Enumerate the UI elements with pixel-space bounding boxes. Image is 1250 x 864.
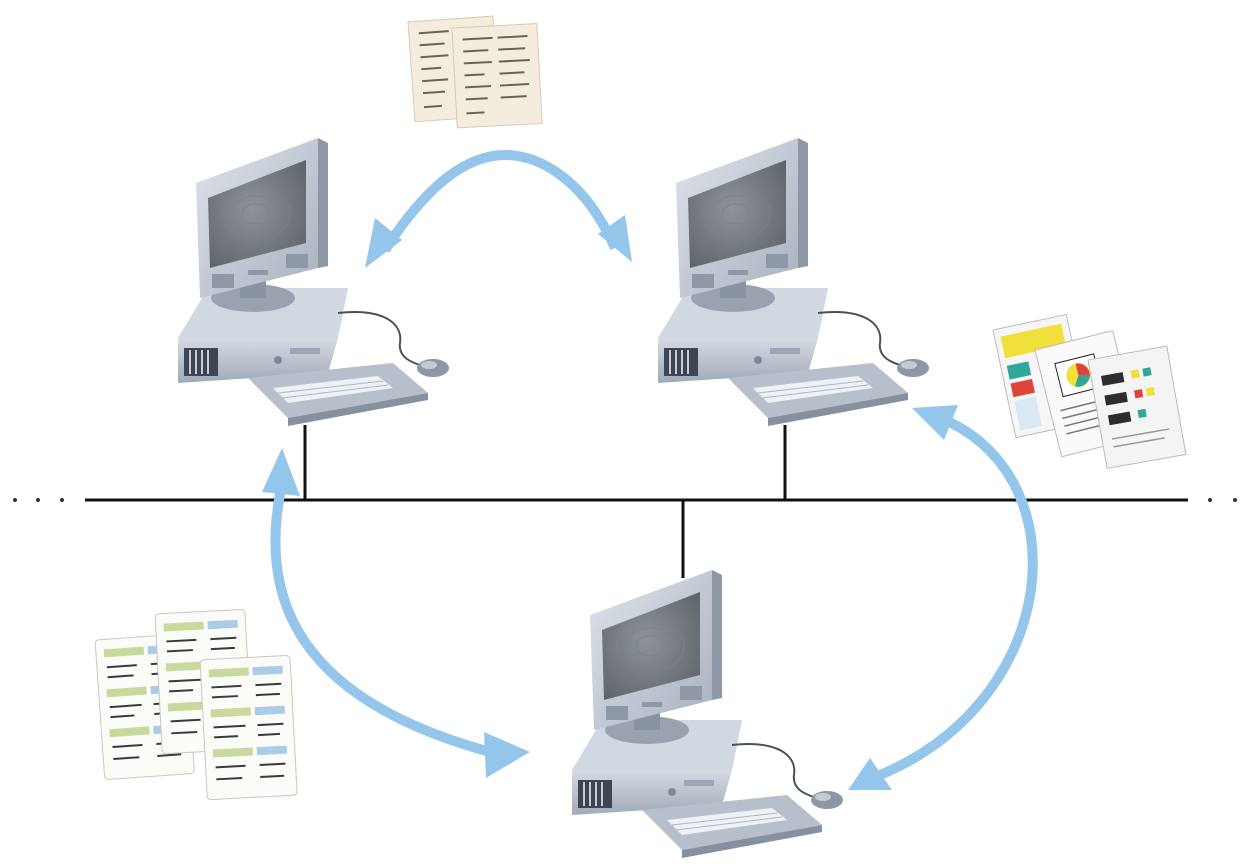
exchange-arrow-left xyxy=(262,448,530,778)
exchange-arrow-right xyxy=(848,405,1038,790)
computer-top-right xyxy=(657,137,930,427)
computer-bottom xyxy=(571,569,844,859)
text-documents-icon xyxy=(407,15,544,129)
chart-documents-icon xyxy=(992,313,1187,469)
network-bus xyxy=(13,425,1237,578)
computer-top-left xyxy=(177,137,450,427)
spreadsheet-documents-icon xyxy=(94,608,299,801)
exchange-arrow-top xyxy=(365,149,632,268)
